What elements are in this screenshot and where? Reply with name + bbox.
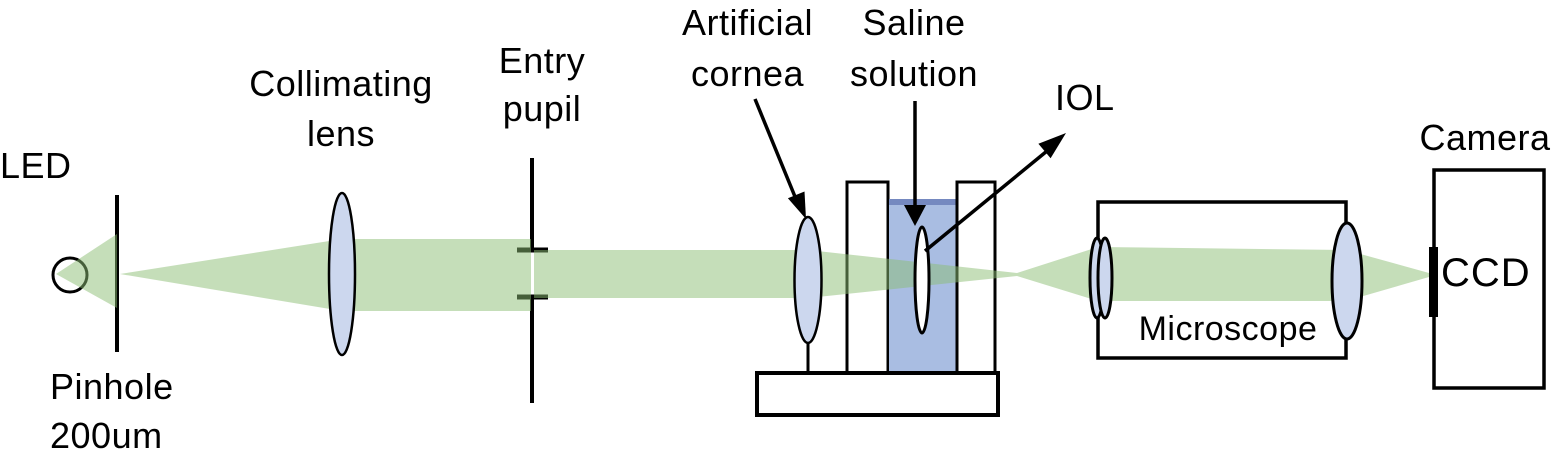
artificial-cornea-lens	[793, 215, 823, 345]
collimating-lens-label: Collimating lens	[249, 63, 433, 154]
ccd-sensor-bar	[1429, 247, 1438, 317]
artificial-cornea-label: Artificial cornea	[681, 2, 814, 94]
led-label: LED	[0, 145, 72, 186]
iol-lens	[913, 225, 931, 335]
artificial-cornea-arrow-shaft	[753, 98, 800, 205]
iol-arrow-shaft	[923, 149, 1049, 253]
mount-base-platform	[755, 371, 1000, 417]
beam-led-to-pinhole	[56, 234, 117, 308]
collimating-lens-element	[327, 191, 357, 357]
microscope-objective-back	[1096, 236, 1114, 320]
beam-inside-microscope	[1098, 247, 1346, 301]
iol-label: IOL	[1055, 77, 1115, 118]
saline-surface-line	[889, 199, 956, 205]
camera-label: Camera	[1419, 117, 1551, 158]
saline-solution-label: Saline solution	[849, 2, 979, 94]
saline-solution-arrow-head	[904, 205, 926, 226]
entry-pupil-label: Entry pupil	[498, 40, 586, 129]
annotation-arrows	[753, 98, 1066, 253]
beam-converging-in-cuvette	[808, 250, 1017, 298]
beam-collimated	[342, 239, 531, 311]
beam-to-objective	[1017, 247, 1098, 301]
beam-to-ccd	[1346, 250, 1429, 301]
microscope-eyepiece-lens	[1330, 221, 1364, 341]
ccd-label: CCD	[1441, 251, 1531, 295]
beam-pinhole-to-lens	[120, 239, 342, 311]
camera-body	[1432, 168, 1546, 390]
lens-layer	[327, 191, 1364, 357]
iol-arrow-head	[1038, 133, 1066, 159]
light-beam	[56, 234, 1429, 311]
beam-after-pupil	[534, 250, 808, 298]
pinhole-label: Pinhole 200um	[50, 366, 174, 456]
artificial-cornea-arrow-head	[787, 191, 806, 219]
microscope-label: Microscope	[1138, 310, 1318, 348]
